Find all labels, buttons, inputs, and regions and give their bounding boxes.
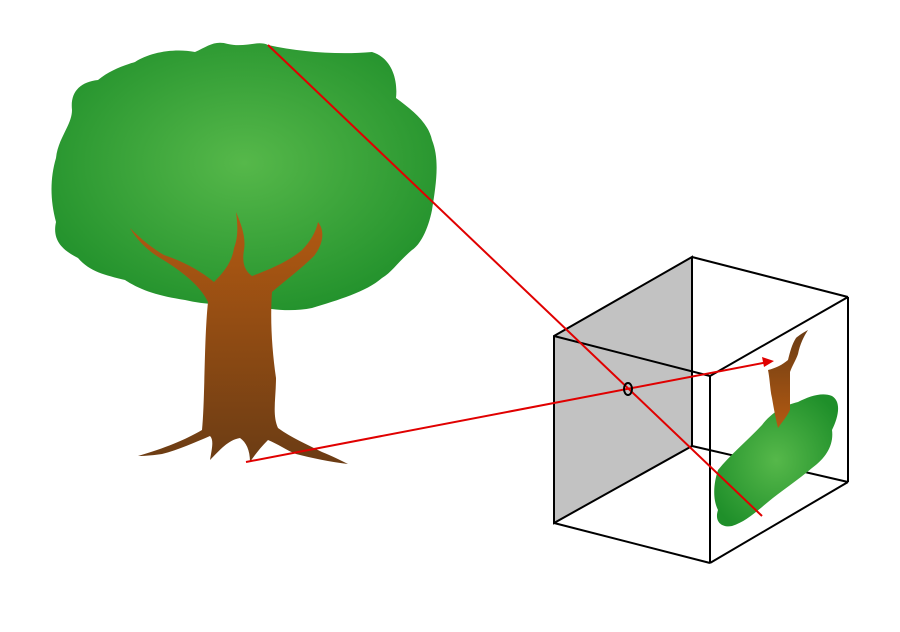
ray-arrowhead [762,357,774,367]
projected-trunk [768,330,808,428]
light-rays [245,44,774,517]
box-edge [553,522,711,564]
box-edge [709,296,849,377]
projected-foliage [714,394,839,527]
ray-top-to-bottom [267,44,763,517]
box-edge [709,481,849,564]
tree-foliage [51,42,437,311]
pinhole [623,382,633,396]
ray-bottom-to-top [245,361,769,463]
projected-image [714,330,839,527]
tree [51,42,437,464]
tree-trunk [130,212,348,464]
box-edge [691,256,849,298]
